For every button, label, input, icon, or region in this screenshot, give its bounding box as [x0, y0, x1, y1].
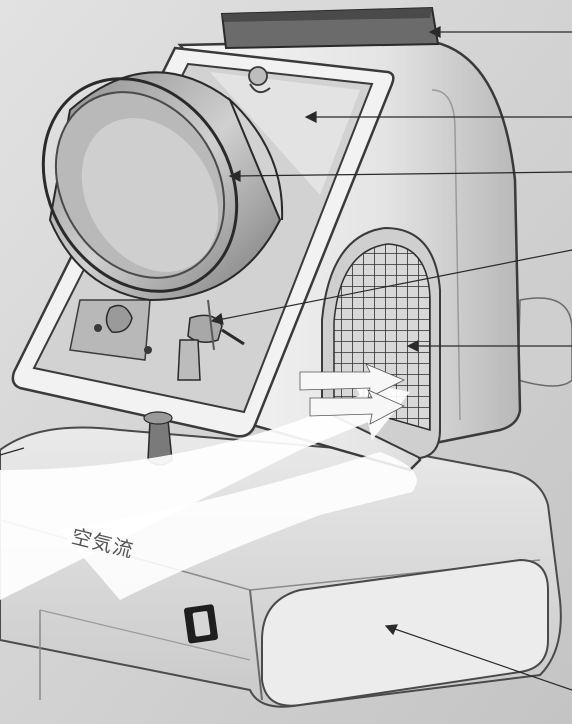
latch-knob — [249, 67, 267, 85]
exhaust-duct — [518, 298, 572, 386]
power-switch — [184, 604, 219, 644]
